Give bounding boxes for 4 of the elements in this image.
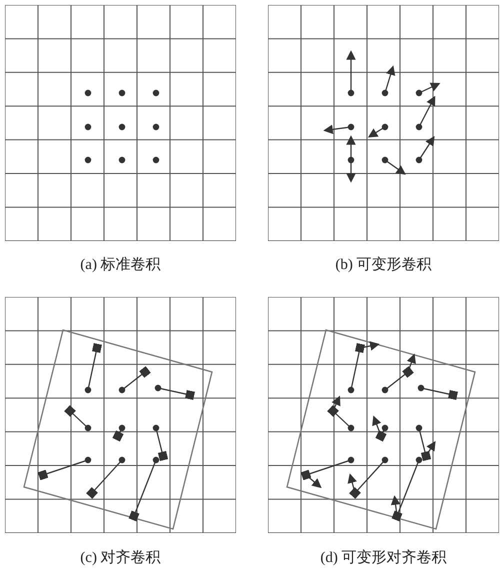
figure-caption: (a) 标准卷积 — [79, 256, 162, 274]
figure-caption: (b) 可变形卷积 — [334, 256, 433, 274]
figure-caption: (d) 可变形对齐卷积 — [319, 548, 448, 567]
figure-caption: (c) 对齐卷积 — [79, 548, 162, 567]
